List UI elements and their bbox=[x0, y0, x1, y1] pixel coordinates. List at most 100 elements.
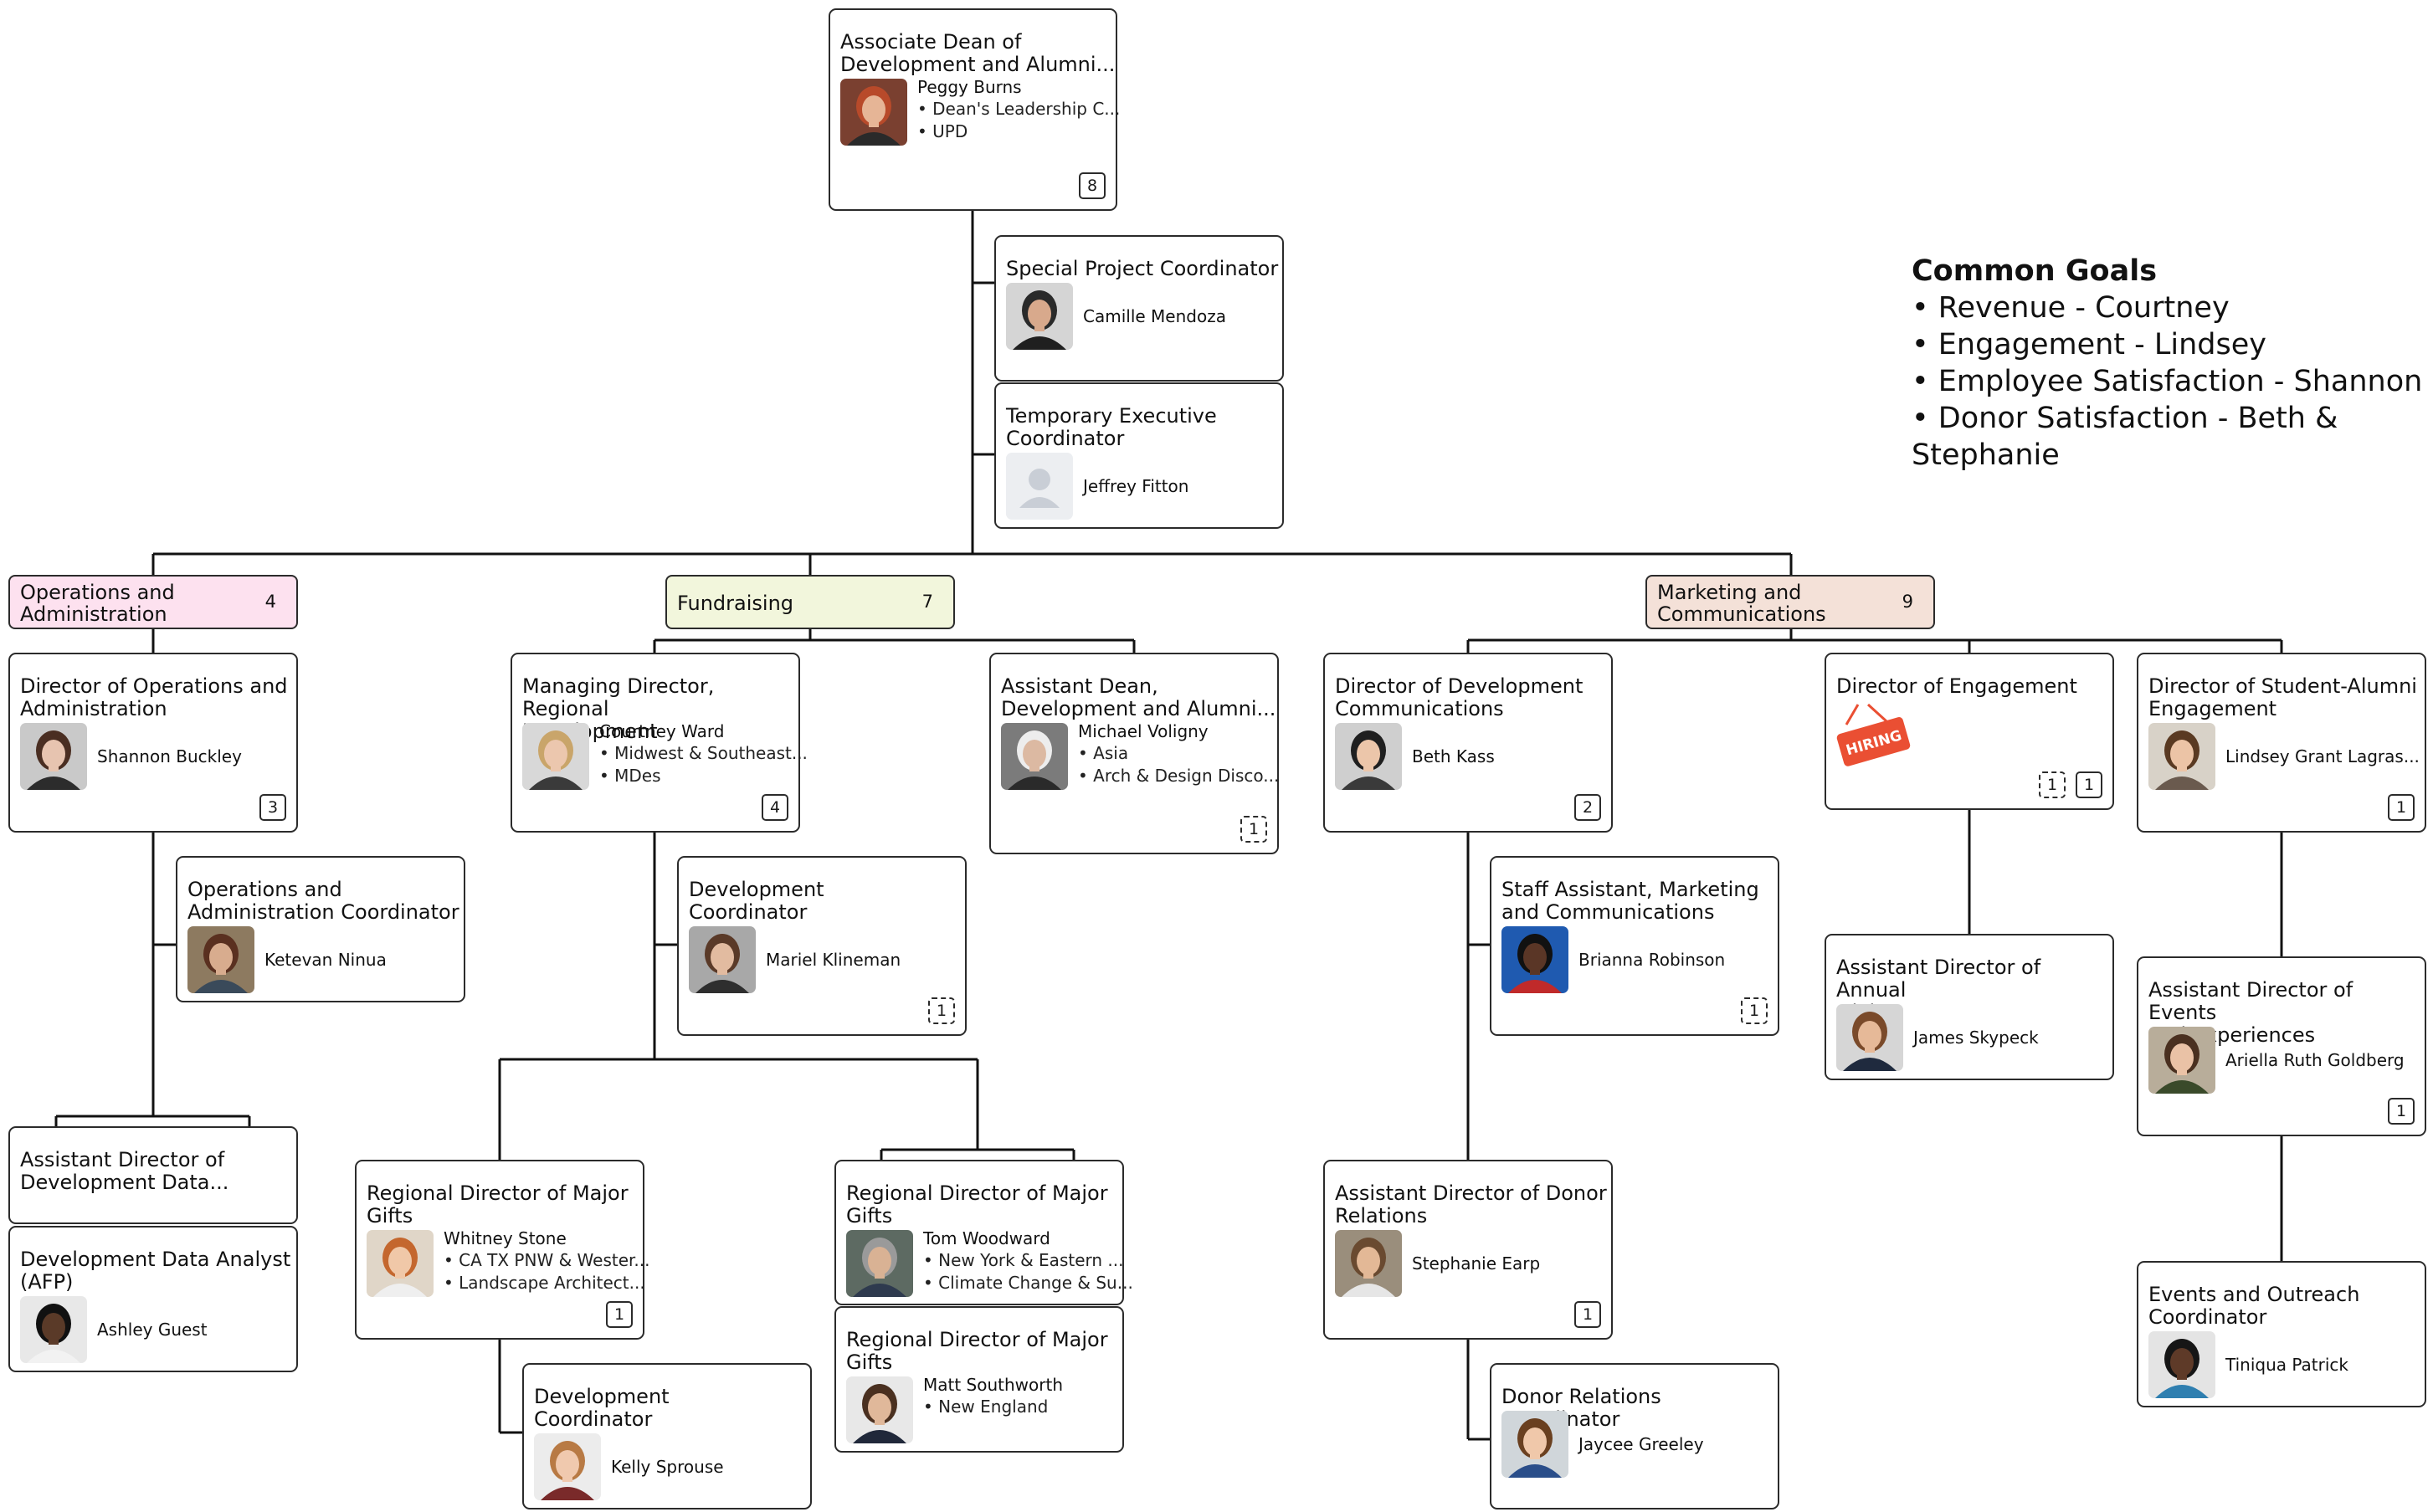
direct-reports-count[interactable]: 4 bbox=[762, 794, 788, 821]
direct-reports-count[interactable]: 1 bbox=[1741, 997, 1768, 1024]
group-pill-operations-administration[interactable]: Operations and Administration 4 bbox=[8, 575, 298, 629]
group-pill-fundraising[interactable]: Fundraising 7 bbox=[665, 575, 955, 629]
direct-reports-count[interactable]: 1 bbox=[928, 997, 955, 1024]
goal-item: • Revenue - Courtney bbox=[1912, 291, 2230, 325]
position-card-assistant-director-data[interactable]: Assistant Director of Development Data..… bbox=[8, 1126, 298, 1224]
direct-reports-count[interactable]: 1 bbox=[2076, 771, 2102, 798]
person-detail: • CA TX PNW & Wester... bbox=[444, 1250, 650, 1270]
avatar bbox=[1001, 723, 1068, 790]
position-title: Assistant Director of Development Data..… bbox=[20, 1148, 229, 1194]
person-name: Shannon Buckley bbox=[97, 746, 242, 766]
person-name: Mariel Klineman bbox=[766, 950, 901, 970]
avatar bbox=[1006, 453, 1073, 520]
person-detail: • MDes bbox=[599, 766, 661, 786]
direct-reports-count[interactable]: 1 bbox=[1574, 1301, 1601, 1328]
person-detail: • Climate Change & Su... bbox=[923, 1273, 1133, 1293]
position-card-staff-assistant-marketing[interactable]: Staff Assistant, Marketing and Communica… bbox=[1490, 856, 1779, 1036]
person-name: Peggy Burns bbox=[917, 77, 1022, 97]
person-detail: • New England bbox=[923, 1397, 1049, 1417]
avatar bbox=[840, 79, 907, 146]
position-card-assistant-director-events[interactable]: Assistant Director of Events and Experie… bbox=[2137, 956, 2426, 1136]
position-card-assistant-director-annual[interactable]: Assistant Director of Annual GivingJames… bbox=[1825, 934, 2114, 1080]
avatar bbox=[846, 1230, 913, 1297]
position-title: Regional Director of Major Gifts bbox=[367, 1181, 629, 1228]
group-label: Marketing and Communications bbox=[1657, 581, 1826, 626]
avatar bbox=[689, 926, 756, 993]
avatar bbox=[1501, 926, 1568, 993]
direct-reports-count[interactable]: 1 bbox=[1240, 816, 1267, 843]
person-name: Ketevan Ninua bbox=[264, 950, 387, 970]
position-title: Special Project Coordinator bbox=[1006, 257, 1279, 280]
person-details: • CA TX PNW & Wester... • Landscape Archi… bbox=[444, 1249, 649, 1294]
person-detail: • Dean's Leadership C... bbox=[917, 99, 1121, 119]
avatar bbox=[1836, 1004, 1903, 1071]
avatar bbox=[1006, 283, 1073, 350]
open-positions-count[interactable]: 1 bbox=[2039, 771, 2066, 798]
group-label: Fundraising bbox=[677, 592, 794, 615]
avatar bbox=[1501, 1411, 1568, 1478]
position-card-director-operations[interactable]: Director of Operations and Administratio… bbox=[8, 653, 298, 833]
common-goals-legend: Common Goals • Revenue - Courtney • Enga… bbox=[1912, 253, 2433, 474]
person-detail: • Arch & Design Disco... bbox=[1078, 766, 1280, 786]
avatar bbox=[1335, 1230, 1402, 1297]
person-name: Michael Voligny bbox=[1078, 721, 1209, 741]
person-detail: • Asia bbox=[1078, 743, 1129, 763]
position-card-assistant-dean[interactable]: Assistant Dean, Development and Alumni..… bbox=[989, 653, 1279, 854]
position-title: Operations and Administration Coordinato… bbox=[187, 878, 459, 924]
person-details: • New England bbox=[923, 1396, 1048, 1418]
position-card-associate-dean[interactable]: Associate Dean of Development and Alumni… bbox=[829, 8, 1121, 211]
person-detail: • UPD bbox=[917, 121, 968, 141]
position-title: Assistant Director of Annual Giving bbox=[1836, 956, 2041, 1024]
position-title: Associate Dean of Development and Alumni… bbox=[840, 30, 1116, 76]
direct-reports-count[interactable]: 1 bbox=[606, 1301, 633, 1328]
person-name: Tiniqua Patrick bbox=[2225, 1355, 2348, 1375]
group-count: 4 bbox=[264, 592, 276, 612]
position-title: Assistant Director of Events and Experie… bbox=[2148, 978, 2353, 1047]
position-title: Regional Director of Major Gifts bbox=[846, 1328, 1108, 1374]
position-title: Development Data Analyst (AFP) bbox=[20, 1248, 291, 1294]
position-card-operations-coordinator[interactable]: Operations and Administration Coordinato… bbox=[176, 856, 465, 1002]
position-card-donor-relations-coordinator[interactable]: Donor Relations CoordinatorJaycee Greele… bbox=[1490, 1363, 1779, 1509]
position-title: Director of Development Communications bbox=[1335, 674, 1584, 720]
person-name: Ashley Guest bbox=[97, 1320, 208, 1340]
avatar bbox=[2148, 723, 2215, 790]
goal-item: • Donor Satisfaction - Beth & Stephanie bbox=[1912, 402, 2338, 472]
position-title: Staff Assistant, Marketing and Communica… bbox=[1501, 878, 1759, 924]
person-name: Camille Mendoza bbox=[1083, 306, 1226, 326]
direct-reports-count[interactable]: 1 bbox=[2388, 1098, 2415, 1125]
direct-reports-count[interactable]: 1 bbox=[2388, 794, 2415, 821]
avatar bbox=[534, 1433, 601, 1500]
position-title: Director of Operations and Administratio… bbox=[20, 674, 288, 720]
group-pill-marketing-communications[interactable]: Marketing and Communications 9 bbox=[1645, 575, 1935, 629]
position-title: Assistant Director of Donor Relations bbox=[1335, 1181, 1607, 1228]
position-card-data-analyst[interactable]: Development Data Analyst (AFP) Ashley Gue… bbox=[8, 1226, 298, 1372]
direct-reports-count[interactable]: 2 bbox=[1574, 794, 1601, 821]
position-title: Regional Director of Major Gifts bbox=[846, 1181, 1108, 1228]
position-title: Development Coordinator bbox=[689, 878, 824, 924]
direct-reports-count[interactable]: 8 bbox=[1079, 172, 1106, 199]
person-name: Matt Southworth bbox=[923, 1375, 1064, 1395]
person-name: Tom Woodward bbox=[923, 1228, 1050, 1248]
direct-reports-count[interactable]: 3 bbox=[259, 794, 286, 821]
person-name: Courtney Ward bbox=[599, 721, 725, 741]
avatar bbox=[522, 723, 589, 790]
position-title: Director of Student-Alumni Engagement bbox=[2148, 674, 2417, 720]
person-name: Lindsey Grant Lagras... bbox=[2225, 746, 2420, 766]
person-name: Stephanie Earp bbox=[1412, 1253, 1541, 1274]
person-detail: • Landscape Architect... bbox=[444, 1273, 645, 1293]
goal-item: • Engagement - Lindsey bbox=[1912, 328, 2266, 361]
